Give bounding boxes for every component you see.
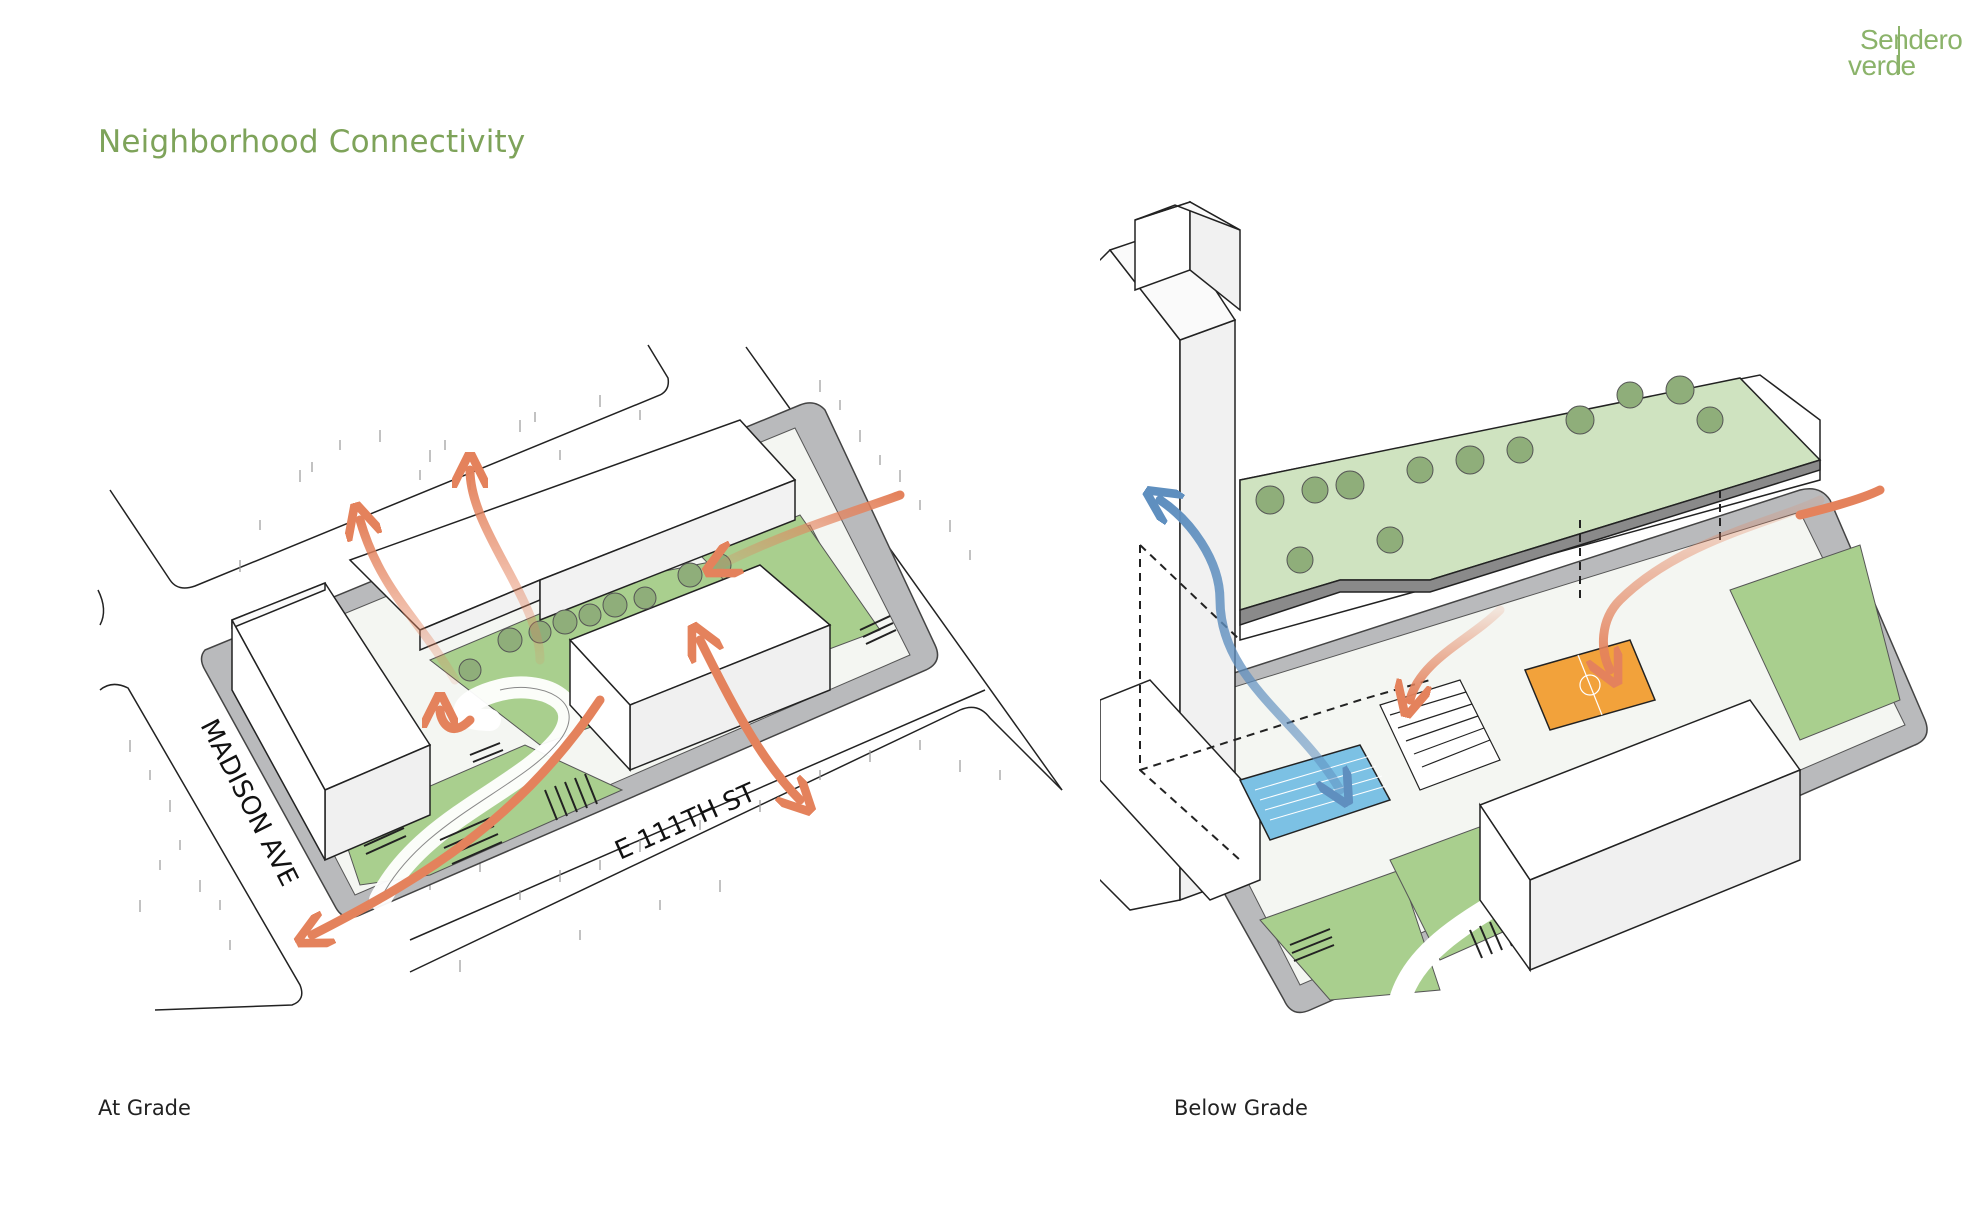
site-ground [1159, 511, 1906, 986]
at-grade-diagram: MADISON AVE E 111TH ST [97, 344, 1063, 1011]
sendero-verde-logo: Sendero verde [1830, 20, 1963, 82]
page-title: Neighborhood Connectivity [98, 124, 526, 160]
logo-line-2: verde [1848, 50, 1916, 81]
building-back [348, 419, 797, 652]
movement-arrow-icon [312, 470, 905, 935]
logo-line-1: Sendero [1860, 24, 1963, 55]
caption-below-grade: Below Grade [1174, 1096, 1308, 1120]
front-building [1478, 699, 1802, 973]
building-left [230, 581, 432, 862]
below-grade-diagram [1100, 200, 1928, 1014]
logo-mark [1898, 26, 1900, 74]
caption-at-grade: At Grade [98, 1096, 191, 1120]
movement-arrow-icon [1160, 490, 1885, 790]
